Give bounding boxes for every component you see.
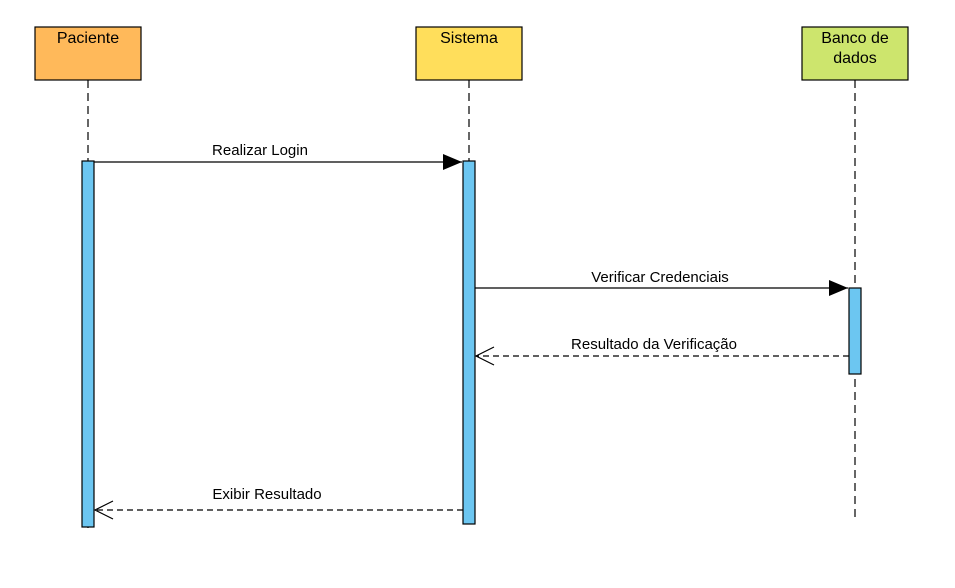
open-arrowhead <box>93 500 114 520</box>
message-label: Realizar Login <box>212 142 308 159</box>
actor-label: Paciente <box>57 30 119 47</box>
actor-sistema[interactable]: Sistema <box>415 26 523 81</box>
message-verificar-credenciais[interactable]: Verificar Credenciais <box>475 269 848 296</box>
message-resultado-da-verificacao[interactable]: Resultado da Verificação <box>474 336 849 366</box>
actor-label-line-1: Banco de <box>821 30 889 47</box>
actor-label-line-2: dados <box>833 50 877 67</box>
activation-banco <box>848 287 862 375</box>
message-realizar-login[interactable]: Realizar Login <box>94 142 462 170</box>
open-arrowhead <box>474 346 495 366</box>
message-label: Resultado da Verificação <box>571 336 737 353</box>
actor-label: Sistema <box>440 30 498 47</box>
actor-banco-de-dados[interactable]: Banco de dados <box>801 26 909 81</box>
message-exibir-resultado[interactable]: Exibir Resultado <box>93 486 463 520</box>
actor-box <box>801 26 909 81</box>
actor-paciente[interactable]: Paciente <box>34 26 142 81</box>
activation-sistema <box>462 160 476 525</box>
actor-box <box>34 26 142 81</box>
message-label: Verificar Credenciais <box>591 269 729 286</box>
message-label: Exibir Resultado <box>212 486 321 503</box>
activation-paciente <box>81 160 95 528</box>
actor-box <box>415 26 523 81</box>
